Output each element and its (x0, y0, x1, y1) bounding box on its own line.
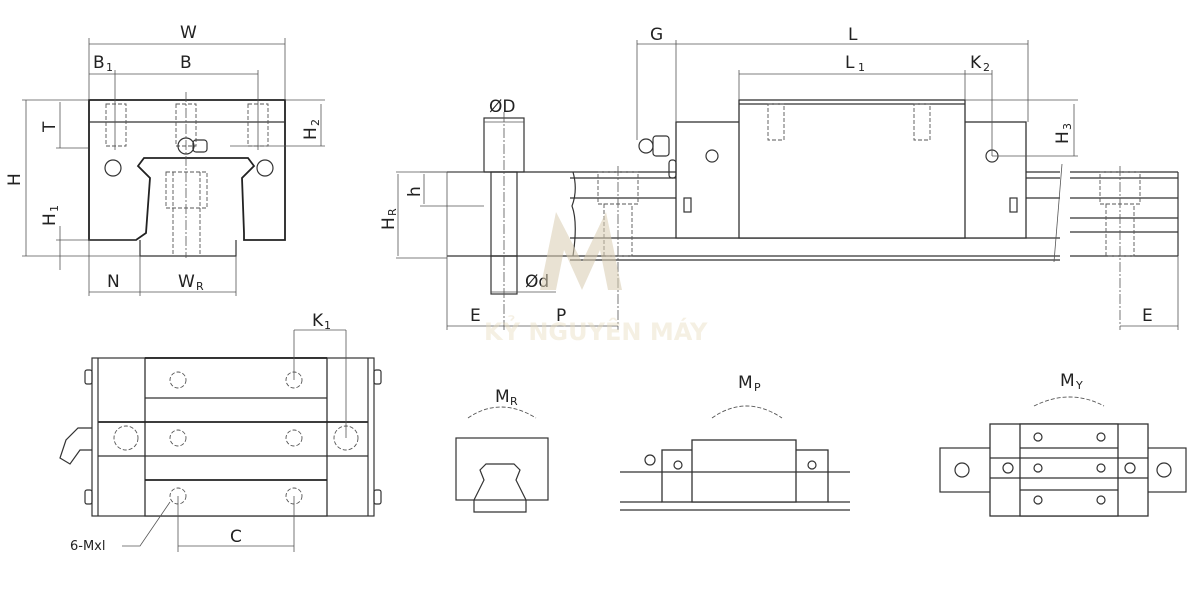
label-P: P (556, 306, 566, 326)
rotation-arrow-icon (467, 406, 537, 419)
label-H3: H (1053, 131, 1073, 144)
label-T: T (40, 121, 60, 133)
moment-view-pitch: M P (620, 373, 850, 511)
svg-text:2: 2 (309, 119, 322, 126)
svg-text:KỶ NGUYÊN MÁY: KỶ NGUYÊN MÁY (484, 313, 708, 346)
svg-text:1: 1 (324, 319, 331, 332)
watermark: KỶ NGUYÊN MÁY (484, 212, 708, 346)
label-H: H (5, 173, 25, 186)
svg-text:M: M (495, 387, 510, 407)
screw-icon (705, 149, 719, 163)
label-L: L (848, 25, 858, 45)
svg-text:Y: Y (1075, 379, 1083, 392)
label-E-right: E (1142, 306, 1153, 326)
label-N: N (107, 272, 120, 292)
screw-icon (104, 159, 122, 177)
svg-text:R: R (386, 208, 399, 216)
grease-nipple-icon (638, 138, 654, 154)
label-C: C (230, 527, 242, 547)
label-K2: K (970, 53, 982, 73)
moment-view-roll: M R (455, 387, 549, 513)
rotation-arrow-icon (711, 405, 783, 419)
svg-text:M: M (738, 373, 753, 393)
rotation-arrow-icon (1033, 396, 1105, 407)
front-view: W B 1 B H T H 1 H 2 N W R (5, 23, 325, 296)
label-OD: ØD (489, 97, 515, 117)
label-G: G (650, 25, 663, 45)
moment-view-yaw: M Y (939, 371, 1187, 517)
svg-text:3: 3 (1061, 123, 1074, 130)
screw-icon (256, 159, 274, 177)
svg-text:R: R (510, 395, 518, 408)
svg-text:M: M (1060, 371, 1075, 391)
label-HR: H (379, 217, 399, 230)
label-W: W (180, 23, 197, 43)
label-bolt-note: 6-Mxl (70, 539, 105, 554)
label-H1: H (40, 213, 60, 226)
svg-text:P: P (754, 381, 761, 394)
svg-text:2: 2 (983, 61, 990, 74)
top-view: K 1 C 6-Mxl (59, 311, 382, 554)
label-K1: K (312, 311, 324, 331)
label-H2: H (301, 127, 321, 140)
label-B1: B (93, 53, 105, 73)
tapped-holes (105, 103, 269, 147)
grease-nipple-icon (59, 427, 92, 465)
label-L1: L (845, 53, 855, 73)
label-h: h (405, 186, 425, 197)
label-E-left: E (470, 306, 481, 326)
svg-text:R: R (196, 280, 204, 293)
label-B: B (180, 53, 192, 73)
label-WR: W (178, 272, 195, 292)
svg-text:1: 1 (858, 61, 865, 74)
side-view: G L L 1 K 2 H 3 ØD h H R Ød (379, 25, 1179, 330)
svg-text:1: 1 (48, 205, 61, 212)
svg-text:1: 1 (106, 61, 113, 74)
